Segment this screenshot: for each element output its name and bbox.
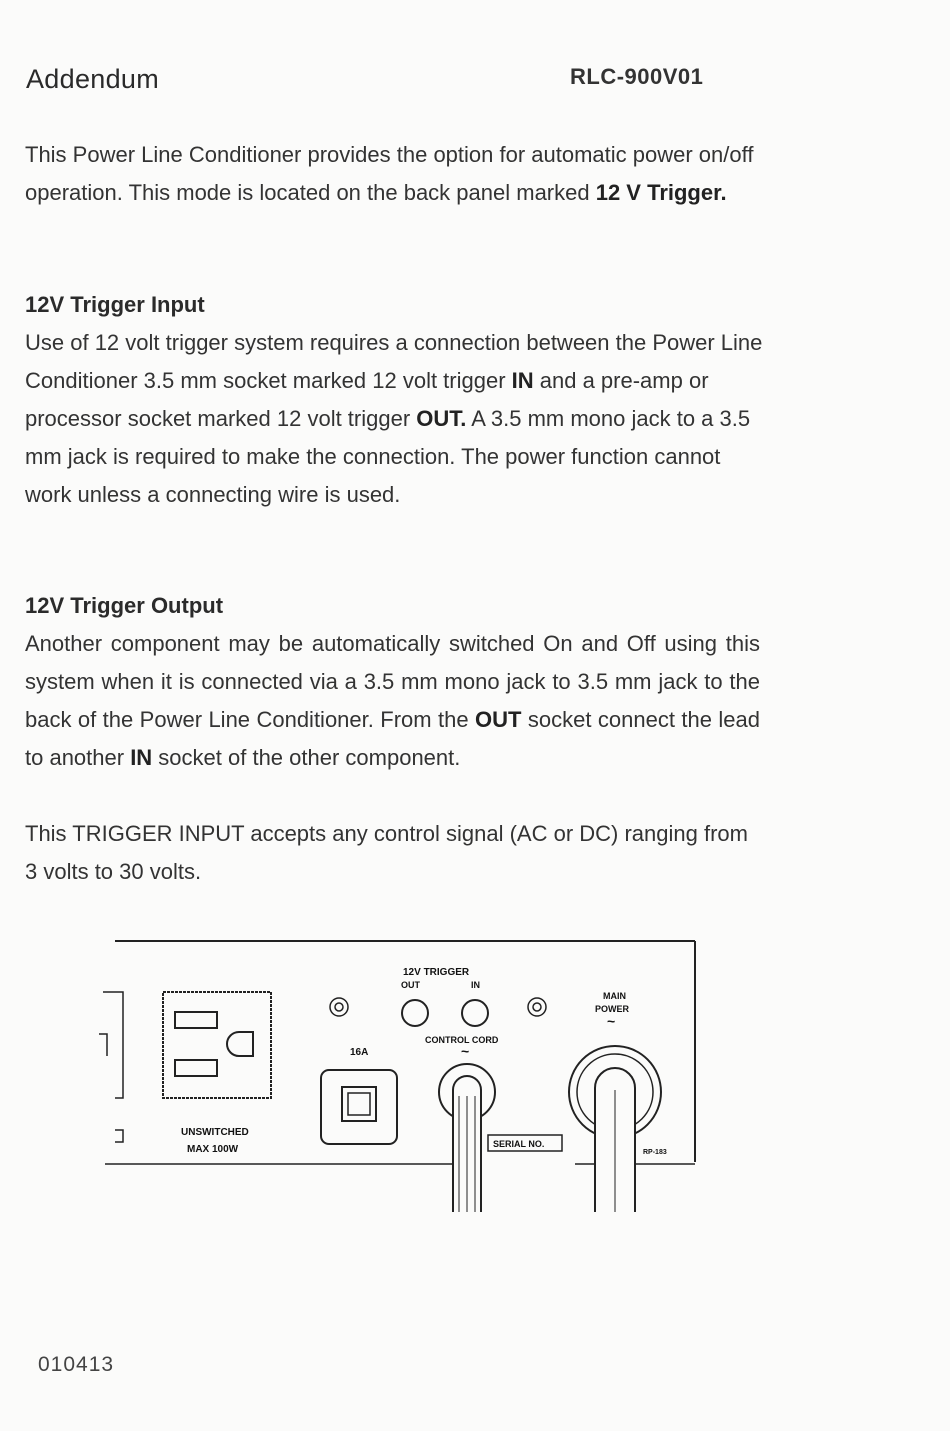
main-power-label-1: MAIN bbox=[603, 991, 626, 1001]
serial-label: SERIAL NO. bbox=[493, 1139, 544, 1149]
outlet-slot-top bbox=[174, 1011, 218, 1029]
control-cord-tilde: ~ bbox=[461, 1043, 469, 1059]
input-bold-out: OUT. bbox=[416, 406, 467, 431]
model-number: RLC-900V01 bbox=[570, 64, 704, 89]
intro-paragraph: This Power Line Conditioner provides the… bbox=[25, 136, 765, 212]
trigger-input-heading: 12V Trigger Input bbox=[25, 292, 205, 317]
output-text-c: socket of the other component. bbox=[152, 745, 461, 770]
output-text-b: socket connect the lead to another bbox=[25, 707, 760, 770]
fuse-label: 16A bbox=[350, 1047, 368, 1058]
trigger-output-heading: 12V Trigger Output bbox=[25, 593, 224, 618]
trigger-label: 12V TRIGGER bbox=[403, 967, 470, 978]
trigger-input-paragraph: Use of 12 volt trigger system requires a… bbox=[25, 324, 765, 514]
trigger-out-jack bbox=[401, 999, 429, 1027]
control-cord-label: CONTROL CORD bbox=[425, 1035, 499, 1045]
output-text-a: Another component may be automatically s… bbox=[25, 631, 760, 732]
left-bracket-small bbox=[99, 1033, 108, 1056]
outlet-frame bbox=[162, 991, 272, 1099]
unswitched-label: UNSWITCHED bbox=[181, 1127, 249, 1138]
output-bold-in: IN bbox=[130, 745, 153, 770]
footer-code: 010413 bbox=[38, 1353, 115, 1376]
model-small-label: RP-183 bbox=[643, 1149, 667, 1156]
screw-right-inner bbox=[532, 1002, 542, 1012]
screw-left-inner bbox=[334, 1002, 344, 1012]
intro-bold: 12 V Trigger. bbox=[595, 180, 727, 205]
fuse-holder bbox=[320, 1069, 398, 1145]
intro-text: This Power Line Conditioner provides the… bbox=[25, 142, 754, 205]
input-bold-in: IN bbox=[511, 368, 534, 393]
main-power-label-2: POWER bbox=[595, 1004, 630, 1014]
trigger-out-label: OUT bbox=[401, 980, 421, 990]
header-title: Addendum bbox=[26, 64, 159, 94]
fuse-inner bbox=[347, 1092, 371, 1116]
input-text-c: A 3.5 mm mono jack to a 3.5 mm jack is r… bbox=[25, 406, 751, 507]
outlet-slot-bottom bbox=[174, 1059, 218, 1077]
output-bold-out: OUT bbox=[475, 707, 522, 732]
main-power-tilde: ~ bbox=[607, 1013, 615, 1029]
trigger-range-paragraph: This TRIGGER INPUT accepts any control s… bbox=[25, 821, 748, 884]
outlet-ground bbox=[226, 1031, 254, 1057]
fuse-inner-outer bbox=[341, 1086, 377, 1122]
trigger-in-jack bbox=[461, 999, 489, 1027]
screw-right bbox=[527, 997, 547, 1017]
input-text-b: and a pre-amp or processor socket marked… bbox=[25, 368, 709, 431]
back-panel-diagram: UNSWITCHED MAX 100W 16A 12V TRIGGER OUT … bbox=[99, 940, 696, 1212]
serial-box bbox=[487, 1134, 563, 1152]
input-text-a: Use of 12 volt trigger system requires a… bbox=[25, 330, 763, 393]
trigger-in-label: IN bbox=[471, 980, 480, 990]
trigger-output-paragraph: Another component may be automatically s… bbox=[25, 625, 760, 777]
left-bracket-foot bbox=[115, 1129, 124, 1143]
screw-left bbox=[329, 997, 349, 1017]
left-bracket bbox=[103, 991, 124, 1099]
max-label: MAX 100W bbox=[187, 1144, 239, 1155]
